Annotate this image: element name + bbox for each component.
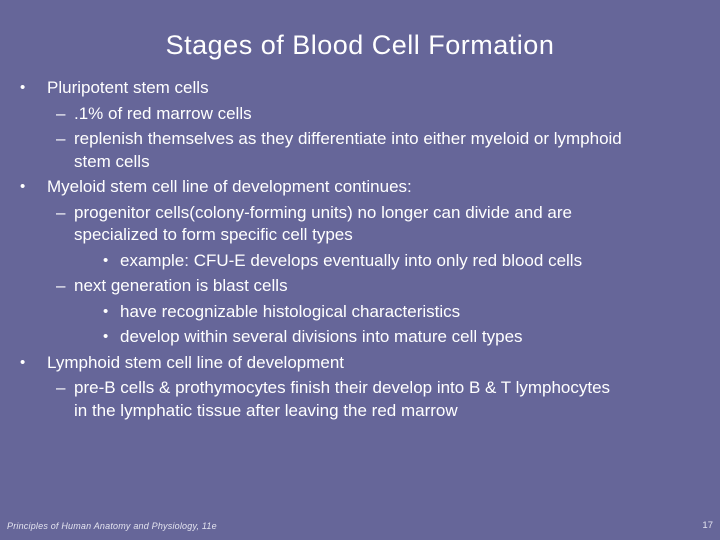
bullet-item: • Pluripotent stem cells <box>0 77 720 100</box>
bullet-line: Myeloid stem cell line of development co… <box>47 177 412 196</box>
bullet-line: example: CFU-E develops eventually into … <box>120 250 583 270</box>
bullet-line: in the lymphatic tissue after leaving th… <box>74 400 458 420</box>
bullet-text: pre-B cells & prothymocytes finish their… <box>74 377 720 422</box>
dash-icon: – <box>56 202 66 222</box>
bullet-line: .1% of red marrow cells <box>74 103 252 123</box>
bullet-item: – next generation is blast cells <box>0 275 720 298</box>
bullet-icon: • <box>20 353 26 371</box>
bullet-line: next generation is blast cells <box>74 276 288 295</box>
bullet-item: – pre-B cells & prothymocytes finish the… <box>0 377 720 422</box>
bullet-text: Lymphoid stem cell line of development <box>47 352 720 375</box>
bullet-line: have recognizable histological character… <box>120 301 461 321</box>
bullet-text: have recognizable histological character… <box>120 301 720 324</box>
bullet-line: Pluripotent stem cells <box>47 78 209 97</box>
bullet-text: progenitor cells(colony-forming units) n… <box>74 202 720 247</box>
bullet-icon: • <box>103 328 109 345</box>
dash-icon: – <box>56 103 66 123</box>
bullet-item: – progenitor cells(colony-forming units)… <box>0 202 720 247</box>
bullet-line: replenish themselves as they differentia… <box>74 129 622 148</box>
bullet-icon: • <box>103 251 109 269</box>
dash-icon: – <box>56 129 66 148</box>
slide-page-number: 17 <box>702 520 713 531</box>
bullet-icon: • <box>103 302 109 320</box>
bullet-item: • example: CFU-E develops eventually int… <box>0 250 720 273</box>
bullet-line: progenitor cells(colony-forming units) n… <box>74 202 572 222</box>
dash-icon: – <box>56 378 66 397</box>
slide-body: • Pluripotent stem cells – .1% of red ma… <box>0 77 720 425</box>
bullet-icon: • <box>20 178 26 195</box>
bullet-text: develop within several divisions into ma… <box>120 326 720 349</box>
bullet-text: example: CFU-E develops eventually into … <box>120 250 720 273</box>
bullet-item: – replenish themselves as they different… <box>0 128 720 173</box>
bullet-line: stem cells <box>74 151 150 171</box>
bullet-item: • Lymphoid stem cell line of development <box>0 352 720 375</box>
bullet-item: • have recognizable histological charact… <box>0 301 720 324</box>
bullet-line: develop within several divisions into ma… <box>120 327 523 346</box>
bullet-text: .1% of red marrow cells <box>74 103 720 126</box>
bullet-text: Pluripotent stem cells <box>47 77 720 100</box>
dash-icon: – <box>56 276 66 295</box>
bullet-text: next generation is blast cells <box>74 275 720 298</box>
bullet-item: • Myeloid stem cell line of development … <box>0 176 720 199</box>
bullet-item: • develop within several divisions into … <box>0 326 720 349</box>
footer-source-text: Principles of Human Anatomy and Physiolo… <box>7 521 217 531</box>
bullet-item: – .1% of red marrow cells <box>0 103 720 126</box>
bullet-icon: • <box>20 79 26 96</box>
bullet-line: Lymphoid stem cell line of development <box>47 352 345 372</box>
slide-title: Stages of Blood Cell Formation <box>165 30 555 60</box>
bullet-line: pre-B cells & prothymocytes finish their… <box>74 378 611 397</box>
bullet-text: replenish themselves as they differentia… <box>74 128 720 173</box>
bullet-text: Myeloid stem cell line of development co… <box>47 176 720 199</box>
bullet-line: specialized to form specific cell types <box>74 225 353 244</box>
